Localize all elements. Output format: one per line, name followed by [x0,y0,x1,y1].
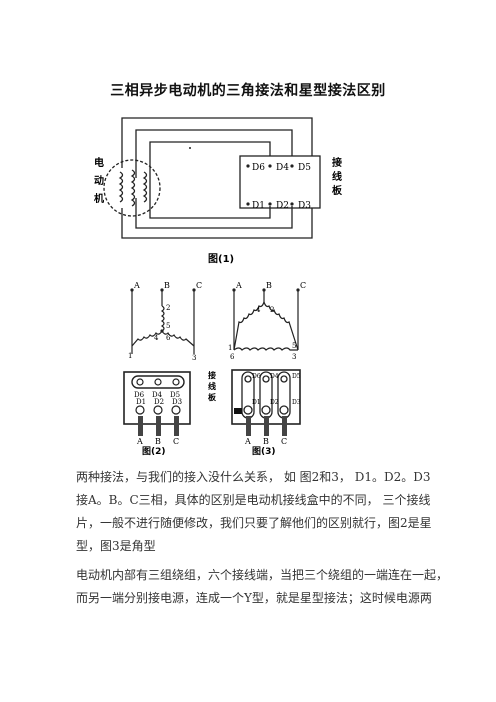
b2-d5: D5 [170,391,180,399]
paragraph-1: 两种接法，与我们的接入没什么关系， 如 图2和3， D1。D2。D3 接A。B。… [76,466,432,558]
paragraph-1-line-2: 接A。B。C三相，具体的区别是电动机接线盒中的不同， 三个接线 [76,493,431,507]
star-phase-b: B [164,281,170,290]
figure-3-caption: 图(3) [252,446,276,456]
star-num-3: 3 [192,354,196,362]
b2-phase-a: A [136,437,143,446]
terminal-d2: D2 [276,201,289,211]
terminal-d6: D6 [252,163,265,173]
b3-d2: D2 [270,399,279,406]
star-num-6: 6 [166,334,171,342]
delta-num-4: 4 [256,306,261,314]
b3-d1: D1 [252,399,261,406]
b3-phase-a: A [244,437,251,446]
delta-num-5: 5 [292,342,296,350]
terminal-d4: D4 [276,163,289,173]
b3-phase-b: B [263,437,269,446]
board-label-1: 接 [332,156,342,169]
b2-d2: D2 [154,398,164,406]
board-label-2: 线 [332,170,342,183]
b2-phase-c: C [173,437,179,446]
delta-winding-diagram: A B C 4 2 1 6 5 3 [228,281,306,361]
delta-phase-c: C [300,281,306,290]
delta-num-2: 2 [270,306,274,314]
terminal-board-star: D6 D4 D5 D1 D2 D3 A B C 图(2) [123,371,191,456]
b2-d4: D4 [152,391,163,399]
board-char-3: 板 [208,392,217,402]
b3-d6: D6 [252,373,261,380]
star-winding-diagram: A B C 2 5 4 6 1 3 [128,281,202,362]
paragraph-2: 电动机内部有三组绕组，六个接线端，当把三个绕组的一端连在一起， 而另一端分别接电… [76,564,448,610]
terminal-board-delta: D6 D4 D5 D1 D2 D3 A B C 图(3) [231,369,301,456]
paragraph-1-line-3: 片，一般不进行随便修改，我们只要了解他们的区别就行，图2是星 [76,516,432,530]
b2-d3: D3 [172,398,182,406]
b3-d5: D5 [292,373,301,380]
star-phase-a: A [133,281,140,290]
b3-d3: D3 [292,399,301,406]
motor-label-2: 动 [94,174,104,187]
document-title: 三相异步电动机的三角接法和星型接法区别 [110,83,386,99]
motor-label-1: 电 [94,156,104,169]
figure-1-motor-wiring: 电 动 机 接 线 板 D6 D4 D5 D1 D2 D3 图(1) [94,117,343,265]
board-char-2: 线 [208,381,216,391]
delta-phase-b: B [266,281,272,290]
board-char-1: 接 [208,370,216,380]
paragraph-1-line-1: 两种接法，与我们的接入没什么关系， 如 图2和3， D1。D2。D3 [76,470,431,484]
delta-num-1: 1 [228,344,232,352]
delta-phase-a: A [235,281,242,290]
b3-d4: D4 [270,373,279,380]
b2-d6: D6 [134,391,145,399]
figure-2-caption: 图(2) [142,446,166,456]
terminal-d5: D5 [298,163,311,173]
star-phase-c: C [196,281,202,290]
terminal-board-label: 接 线 板 [208,370,217,402]
paragraph-2-line-2: 而另一端分别接电源，连成一个Y型，就是星型接法；这时候电源两 [76,591,432,605]
terminal-d1: D1 [252,201,265,211]
star-num-4: 4 [154,334,159,342]
b2-phase-b: B [155,437,161,446]
motor-label-3: 机 [94,192,104,205]
terminal-d3: D3 [298,201,311,211]
star-num-1: 1 [128,352,132,360]
star-num-2: 2 [166,304,170,312]
star-num-5: 5 [166,322,170,330]
figure-1-caption: 图(1) [208,253,234,265]
paragraph-1-line-4: 型，图3是角型 [76,539,156,553]
b3-phase-c: C [281,437,287,446]
paragraph-2-line-1: 电动机内部有三组绕组，六个接线端，当把三个绕组的一端连在一起， [76,568,449,582]
delta-num-3: 3 [292,353,296,361]
board-label-3: 板 [332,184,343,197]
b2-d1: D1 [136,398,146,406]
delta-num-6: 6 [230,353,235,361]
